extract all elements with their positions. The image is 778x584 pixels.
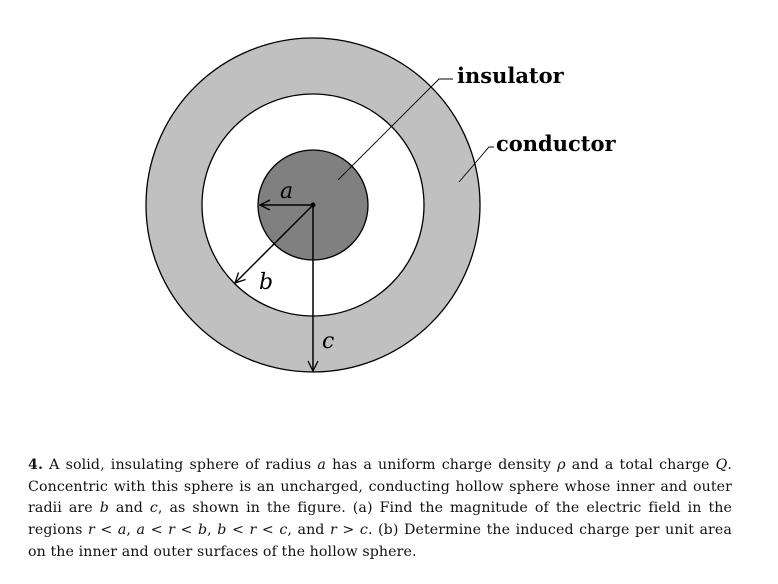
radius-a-label: a	[280, 179, 293, 204]
math-variable: r	[249, 522, 257, 539]
math-variable: c	[149, 500, 158, 517]
math-variable: r	[87, 522, 95, 539]
math-variable: a	[317, 457, 326, 473]
math-variable: b	[99, 500, 109, 517]
radius-b-label: b	[259, 270, 273, 295]
insulator-leader-line	[337, 78, 453, 181]
math-variable: b	[217, 522, 227, 539]
math-variable: b	[197, 522, 208, 539]
radius-b-arrow	[235, 204, 314, 283]
math-variable: a	[136, 522, 146, 539]
center-point	[310, 202, 316, 208]
math-variable: a	[117, 522, 127, 539]
conductor-leader-line	[458, 146, 494, 183]
problem-number: 4.	[28, 457, 44, 473]
concentric-spheres-figure: insulator conductor a b c	[145, 37, 617, 373]
problem-statement: 4. A solid, insulating sphere of radius …	[28, 455, 732, 564]
math-variable: Q	[715, 457, 728, 473]
math-variable: ρ	[557, 457, 566, 473]
math-variable: r	[330, 522, 337, 539]
math-variable: c	[359, 522, 368, 539]
math-variable: c	[279, 522, 288, 539]
conductor-label: conductor	[496, 131, 617, 156]
insulator-label: insulator	[457, 63, 565, 88]
radius-c-label: c	[322, 329, 334, 354]
problem-text: A solid, insulating sphere of radius a h…	[28, 457, 732, 560]
math-variable: r	[168, 522, 175, 539]
